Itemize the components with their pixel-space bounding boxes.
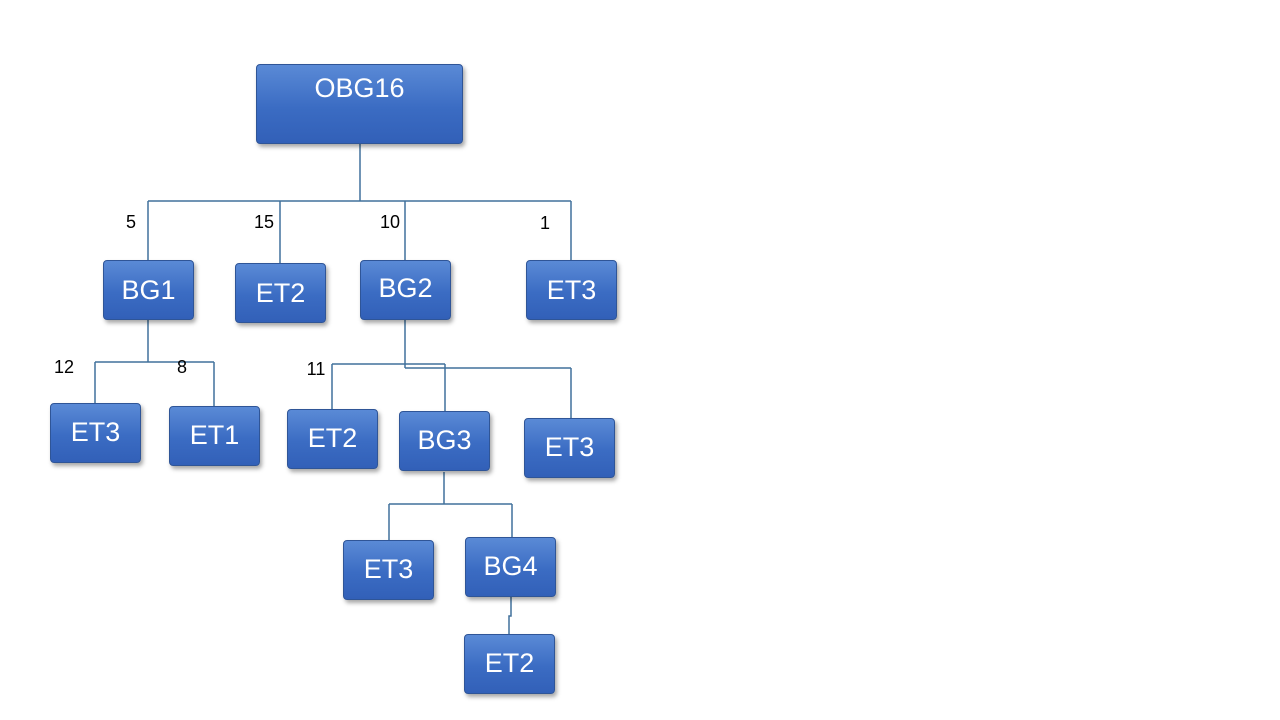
node-bg2: BG2 <box>360 260 451 320</box>
node-bg1-et3: ET3 <box>50 403 141 463</box>
node-et3: ET3 <box>526 260 617 320</box>
edge-label-obg16-et2: 15 <box>253 212 275 232</box>
edge-label-bg1-et3: 12 <box>53 357 75 377</box>
edge-label-bg2-et2: 11 <box>306 359 326 379</box>
node-obg16: OBG16 <box>256 64 463 144</box>
connector-bg4-et2 <box>508 597 512 634</box>
node-bg3-et3: ET3 <box>343 540 434 600</box>
node-bg4: BG4 <box>465 537 556 597</box>
node-bg3-label: BG3 <box>417 425 472 455</box>
node-bg4-et2-label: ET2 <box>484 648 535 678</box>
node-bg2-et3: ET3 <box>524 418 615 478</box>
node-bg2-label: BG2 <box>378 273 433 303</box>
node-bg1-label: BG1 <box>121 275 176 305</box>
node-bg1-et3-label: ET3 <box>70 417 121 447</box>
node-bg4-label: BG4 <box>483 551 538 581</box>
node-et1-label: ET1 <box>189 420 240 450</box>
edge-label-obg16-bg2: 10 <box>379 212 401 232</box>
node-bg2-et2: ET2 <box>287 409 378 469</box>
node-et3-label: ET3 <box>546 275 597 305</box>
edge-label-bg1-et1: 8 <box>176 357 188 377</box>
node-obg16-label: OBG16 <box>314 73 405 103</box>
node-et1: ET1 <box>169 406 260 466</box>
node-bg4-et2: ET2 <box>464 634 555 694</box>
node-et2-label: ET2 <box>255 278 306 308</box>
edge-label-obg16-bg1: 5 <box>125 212 137 232</box>
node-bg2-et3-label: ET3 <box>544 432 595 462</box>
node-bg3: BG3 <box>399 411 490 471</box>
node-bg2-et2-label: ET2 <box>307 423 358 453</box>
node-et2: ET2 <box>235 263 326 323</box>
edge-label-obg16-et3: 1 <box>539 213 551 233</box>
node-bg3-et3-label: ET3 <box>363 554 414 584</box>
node-bg1: BG1 <box>103 260 194 320</box>
